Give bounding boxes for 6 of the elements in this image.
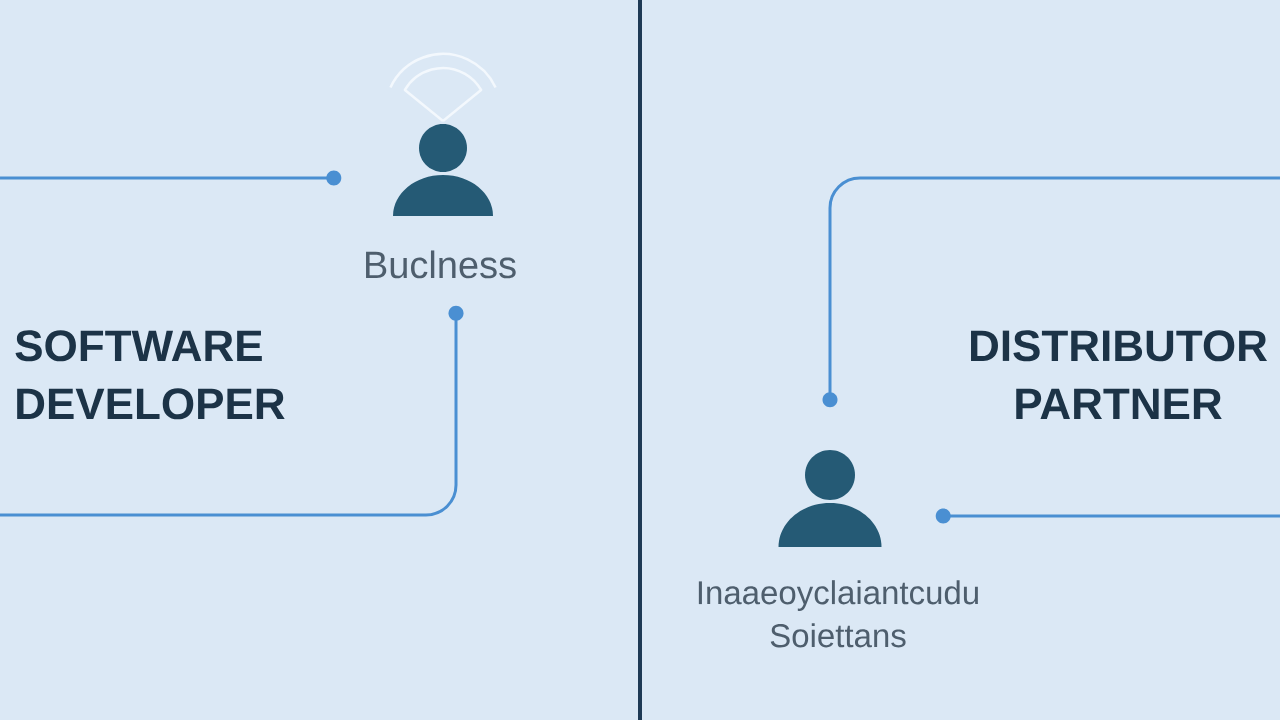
person-icon bbox=[778, 450, 882, 547]
heading: SOFTWARE DEVELOPER bbox=[15, 330, 285, 420]
heading: DISTRIBUTOR PARTNER bbox=[971, 330, 1268, 419]
node-label: Inaaeoyclaiantcudu Soiettans bbox=[698, 580, 978, 648]
node-label: Buclness bbox=[366, 250, 516, 279]
person-icon bbox=[393, 124, 493, 216]
